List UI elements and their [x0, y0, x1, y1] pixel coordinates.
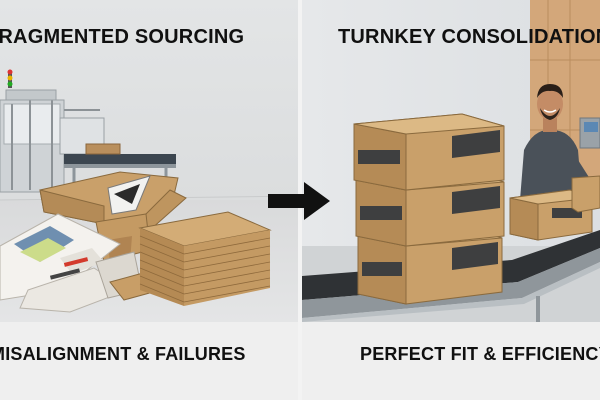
- right-panel: TURNKEY CONSOLIDATION PERFECT FIT & EFFI…: [302, 0, 600, 400]
- left-panel: FRAGMENTED SOURCING MISALIGNMENT & FAILU…: [0, 0, 298, 400]
- packaging-machine: [0, 69, 176, 200]
- right-caption: PERFECT FIT & EFFICIENCY: [360, 344, 600, 364]
- right-caption-band: [302, 322, 600, 400]
- uniform-box-stack: [353, 113, 600, 305]
- turnkey-consolidation-scene: [302, 0, 600, 322]
- scattered-flat-blanks: [0, 213, 169, 313]
- smiling-worker: [520, 84, 593, 200]
- fragmented-sourcing-scene: [0, 0, 298, 322]
- flat-sheet-stack: [138, 211, 272, 306]
- right-heading: TURNKEY CONSOLIDATION: [338, 26, 600, 48]
- arrow-right-icon: [268, 182, 330, 220]
- damaged-boxes: [39, 171, 187, 266]
- left-caption-band: [0, 322, 298, 400]
- left-caption: MISALIGNMENT & FAILURES: [0, 344, 246, 364]
- left-heading: FRAGMENTED SOURCING: [0, 26, 245, 48]
